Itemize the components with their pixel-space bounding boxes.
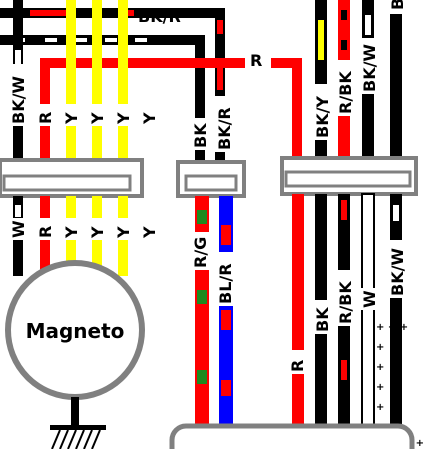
wire-top-w-stripe4 (105, 38, 117, 42)
svg-text:+: + (376, 382, 384, 393)
svg-text:+: + (376, 362, 384, 373)
wire-rg-stripe1 (197, 210, 207, 224)
connector-right (280, 156, 418, 196)
label-y2-upper: Y (88, 112, 107, 125)
wire-rbk-lower-stripe3 (341, 360, 347, 380)
wire-bky-stripe (318, 20, 324, 60)
label-y3-upper: Y (114, 112, 133, 125)
label-bkw-left: BK/W (9, 76, 28, 124)
label-r-left-lower: R (36, 226, 55, 238)
wire-top-w-stripe2 (45, 38, 57, 42)
label-bkw-lower: BK/W (388, 248, 407, 296)
label-y4-upper: Y (140, 112, 159, 125)
connector-left (0, 158, 144, 198)
connector-left-inner (2, 174, 132, 192)
svg-text:+: + (376, 402, 384, 413)
wire-rg-stripe2 (197, 290, 207, 304)
label-b-top: B (388, 0, 407, 10)
wire-y1 (66, 0, 76, 160)
label-y1-lower: Y (62, 226, 81, 239)
wire-blr-stripe3 (221, 380, 231, 396)
label-bk-lower: BK (313, 307, 332, 332)
wire-bkr-top (185, 8, 225, 18)
wire-rg-stripe3 (197, 370, 207, 384)
label-rbk-lower: R/BK (336, 281, 355, 324)
label-bkr-mid: BK/R (215, 107, 234, 150)
label-rbk-upper: R/BK (336, 71, 355, 114)
wire-left-bkw-stripe (15, 50, 21, 66)
label-top-bkr: BK/R (138, 7, 181, 26)
connector-right-inner (284, 170, 412, 188)
wire-r-horizontal (40, 58, 302, 68)
wire-bk-mid (195, 35, 205, 165)
wire-bkw-right-stripe (365, 15, 371, 35)
label-bkw-right-upper: BK/W (360, 44, 379, 92)
wire-r-right-upper (292, 58, 302, 160)
label-y2-lower: Y (88, 226, 107, 239)
label-bky: BK/Y (313, 96, 332, 138)
wire-left-w-stripe (15, 205, 21, 217)
wire-r-right-lower (292, 194, 304, 426)
labels: BK/R R BK/W R Y Y Y Y BK BK/R BK/Y R/BK … (8, 0, 408, 374)
wire-rg (195, 196, 209, 426)
ground-stem (71, 397, 79, 427)
magneto: Magneto (5, 260, 145, 449)
wire-bkw-lower (390, 194, 402, 426)
wire-top-w-stripe5 (135, 38, 147, 42)
wire-top-w-stripe3 (75, 38, 87, 42)
ground-hatch (51, 429, 101, 449)
label-w-lower: W (360, 290, 379, 308)
label-y3-lower: Y (114, 226, 133, 239)
label-r-top: R (250, 51, 262, 70)
wire-bkr-drop-stripe (217, 20, 223, 34)
connector-mid-inner (184, 174, 238, 192)
wire-b (390, 0, 402, 160)
bottom-device-box (169, 423, 415, 449)
wire-rbk-stripe (341, 10, 347, 20)
label-r-left-upper: R (36, 112, 55, 124)
svg-text:+: + (376, 342, 384, 353)
wire-y3 (118, 0, 128, 160)
label-y4-lower: Y (140, 226, 159, 239)
ground-bar (50, 425, 106, 430)
label-r-right-lower: R (288, 360, 307, 372)
label-rg: R/G (191, 237, 210, 268)
label-y1-upper: Y (62, 112, 81, 125)
svg-text:+ + +: + + + (376, 322, 408, 333)
label-w-left-lower: W (9, 220, 28, 238)
mid-lower-wires (195, 196, 233, 426)
wire-blr-stripe1 (221, 225, 231, 245)
label-bk-mid: BK (191, 123, 210, 148)
wire-bkr-mid-stripe (217, 60, 223, 90)
connector-mid (176, 160, 246, 198)
wire-bkw-lower-stripe (393, 205, 399, 221)
wire-rbk-stripe2 (341, 40, 347, 50)
wire-top-r-stripe (30, 10, 70, 16)
wire-rbk-lower-stripe1 (341, 200, 347, 220)
wire-y2 (92, 0, 102, 160)
wire-blr-stripe2 (221, 310, 231, 330)
magneto-label: Magneto (26, 319, 125, 343)
label-blr: BL/R (216, 263, 235, 304)
